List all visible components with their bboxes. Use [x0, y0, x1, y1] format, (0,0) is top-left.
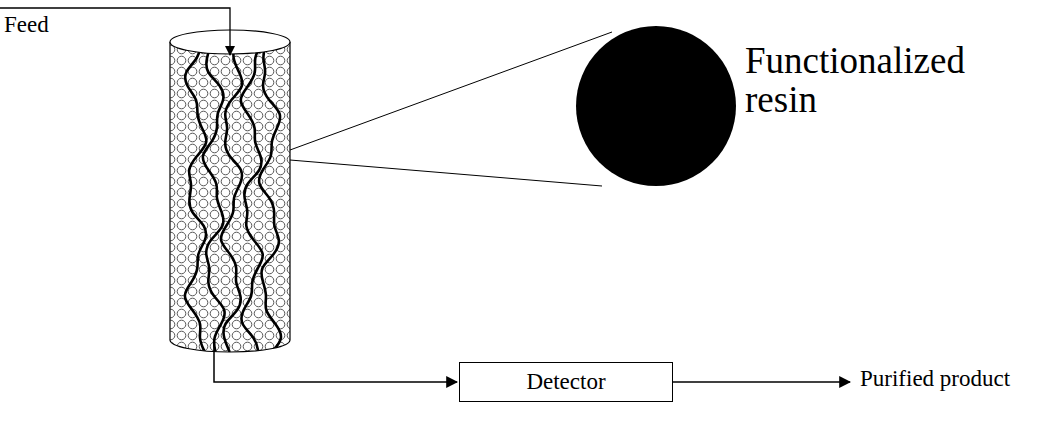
outlet-line [214, 345, 457, 382]
flow-path [203, 44, 225, 352]
detector-box: Detector [459, 362, 673, 402]
box-label: Detector [526, 369, 605, 395]
flow-path [241, 44, 263, 352]
zoom-line [290, 160, 602, 186]
column-body [170, 42, 290, 352]
flow-path [259, 44, 281, 352]
feed-label: Feed [4, 12, 49, 38]
flow-paths [185, 44, 281, 352]
resin-label: Functionalized resin [745, 42, 995, 120]
flow-path [221, 44, 242, 352]
flow-path [185, 44, 206, 352]
product-label: Purified product [860, 366, 1010, 392]
resin-bead [576, 26, 736, 186]
zoom-line [290, 32, 612, 150]
product-arrow [673, 381, 850, 383]
feed-line [0, 8, 230, 55]
